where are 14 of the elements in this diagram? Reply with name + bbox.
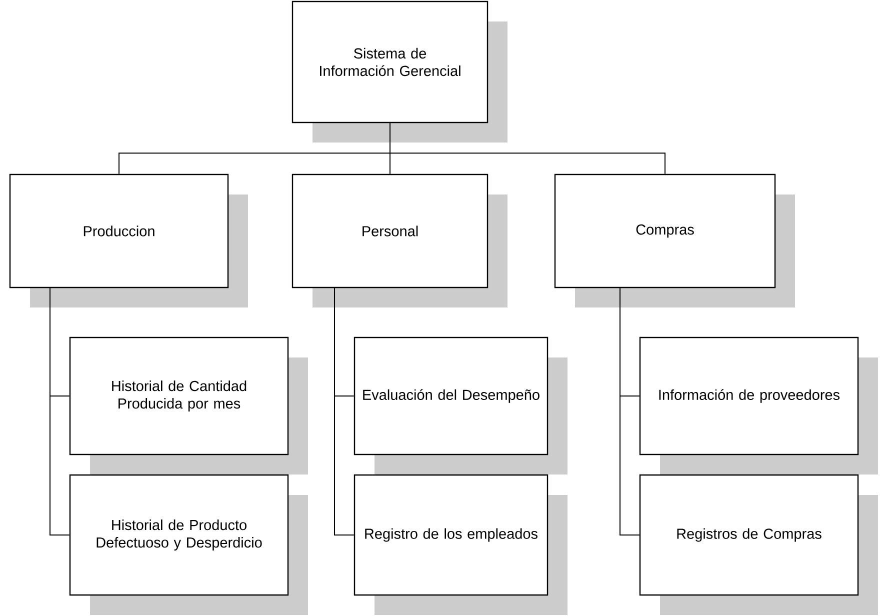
connector-line [620, 288, 640, 536]
connector-line [50, 288, 70, 536]
connector-line [334, 288, 354, 536]
org-box: Registros de Compras [639, 474, 878, 615]
org-box: Evaluación del Desempeño [354, 336, 568, 474]
org-box: Registro de los empleados [354, 474, 568, 615]
org-box: Compras [554, 174, 795, 308]
org-box: Historial de Cantidad Producida por mes [69, 336, 308, 474]
org-box: Sistema de Información Gerencial [292, 0, 508, 142]
org-box: Produccion [9, 174, 248, 308]
org-box: Personal [292, 174, 508, 308]
org-box: Información de proveedores [639, 336, 878, 474]
org-box: Historial de Producto Defectuoso y Desperdicio [69, 474, 308, 615]
connector-line [390, 122, 666, 174]
